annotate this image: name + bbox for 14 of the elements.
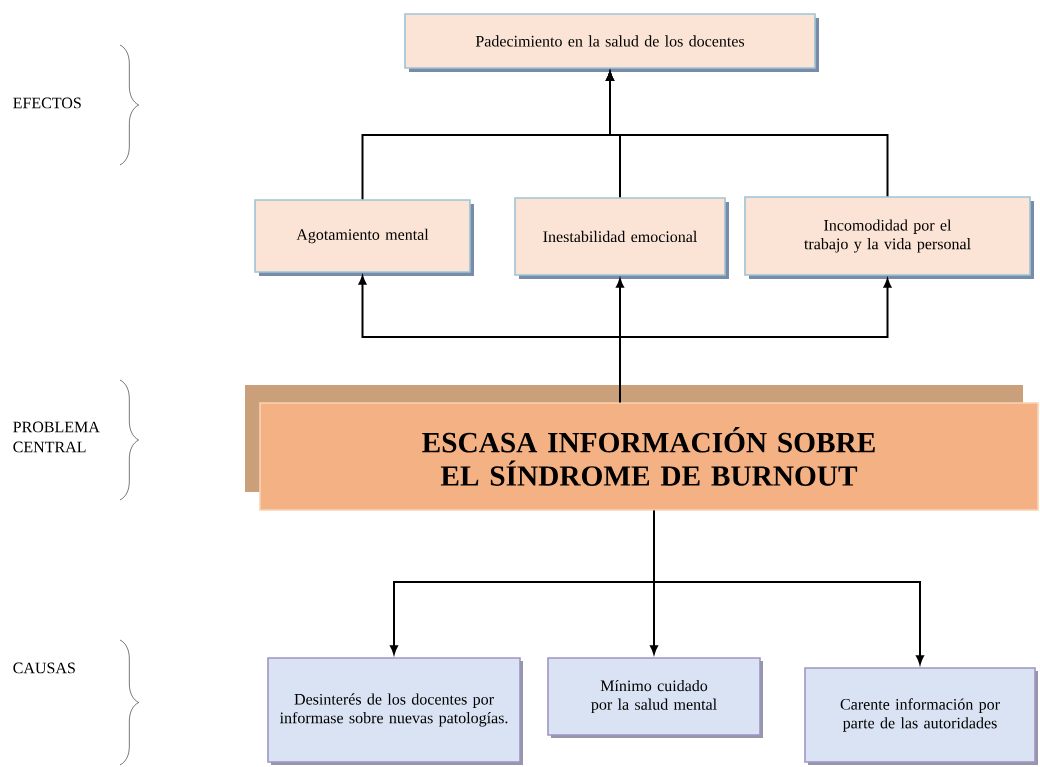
effect-box: Agotamiento mental <box>254 199 474 276</box>
problem-box: ESCASA INFORMACIÓN SOBRE EL SÍNDROME DE BURNOUT <box>245 385 1039 511</box>
cause-box: Carente información por parte de las autoridades <box>804 667 1038 765</box>
effect-box: Incomodidad por el trabajo y la vida personal <box>744 196 1034 279</box>
effect-box: Padecimiento en la salud de los docentes <box>404 13 819 72</box>
arrow <box>619 278 892 404</box>
effect-box: Inestabilidad emocional <box>514 197 729 279</box>
cause-box: Mínimo cuidado por la salud mental <box>547 657 763 738</box>
cause-box: Desinterés de los docentes por informase sobre nuevas patologías. <box>267 657 523 765</box>
side-label: EFECTOS <box>13 97 81 109</box>
side-label: CAUSAS <box>13 662 75 674</box>
arrow <box>653 509 924 665</box>
side-label: PROBLEMA CENTRAL <box>13 421 100 453</box>
arrow <box>606 71 889 198</box>
